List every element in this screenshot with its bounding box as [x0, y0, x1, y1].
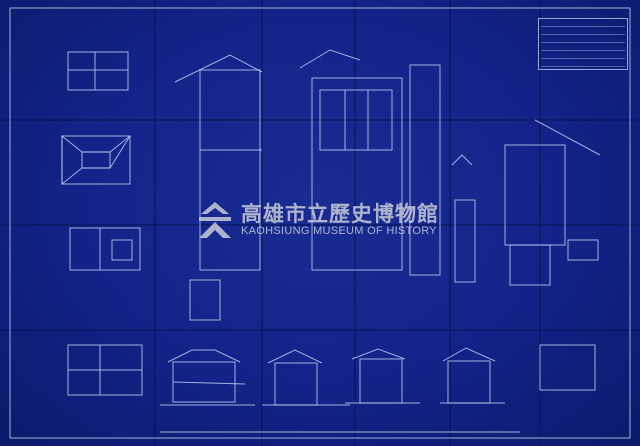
museum-logo-icon	[199, 202, 231, 238]
museum-watermark: 高雄市立歷史博物館 KAOHSIUNG MUSEUM OF HISTORY	[195, 200, 439, 240]
watermark-name-cn: 高雄市立歷史博物館	[241, 202, 439, 226]
floor-plans	[61, 51, 143, 396]
watermark-name-en: KAOHSIUNG MUSEUM OF HISTORY	[241, 225, 437, 237]
section-drawings	[174, 49, 601, 321]
elevation-drawings	[160, 344, 596, 433]
title-block	[538, 18, 628, 70]
